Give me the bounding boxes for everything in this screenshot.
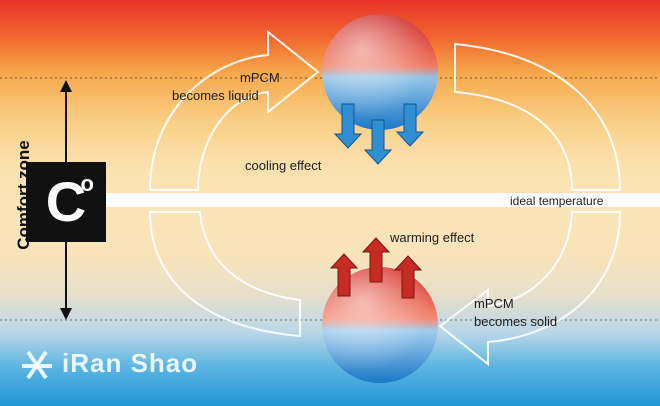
cycle-arrow-right-upper	[454, 42, 622, 191]
cooling-arrows	[333, 103, 425, 165]
watermark-logo-icon	[22, 350, 52, 380]
cycle-arrow-right-lower	[438, 211, 622, 367]
cooling-arrow-1	[333, 103, 363, 149]
mpcm-liquid-line2: becomes liquid	[172, 88, 259, 103]
watermark-text: iRan Shao	[62, 348, 199, 378]
comfort-arrow-up-head	[60, 80, 72, 92]
ideal-temperature-label: ideal temperature	[510, 194, 604, 208]
top-capsule-shine	[322, 14, 438, 130]
warming-arrows	[329, 237, 423, 299]
mpcm-solid-line1: mPCM	[474, 296, 514, 311]
celsius-letter: C	[45, 170, 87, 233]
comfort-arrow-down-head	[60, 308, 72, 320]
cycle-arrow-left-upper	[148, 29, 320, 191]
cooling-arrow-2	[363, 119, 393, 165]
warming-arrow-2	[361, 237, 391, 283]
celsius-symbol: C o	[26, 162, 106, 242]
cycle-arrow-left-lower	[148, 211, 301, 338]
mpcm-solid-line2: becomes solid	[474, 314, 558, 329]
warming-effect-label: warming effect	[390, 230, 475, 245]
ideal-temperature-band	[100, 193, 660, 207]
cooling-effect-label: cooling effect	[245, 158, 322, 173]
cooling-arrow-3	[395, 103, 425, 147]
warming-arrow-3	[393, 255, 423, 299]
warming-arrow-1	[329, 253, 359, 297]
mpcm-liquid-line1: mPCM	[240, 70, 280, 85]
degree-symbol: o	[80, 171, 94, 196]
